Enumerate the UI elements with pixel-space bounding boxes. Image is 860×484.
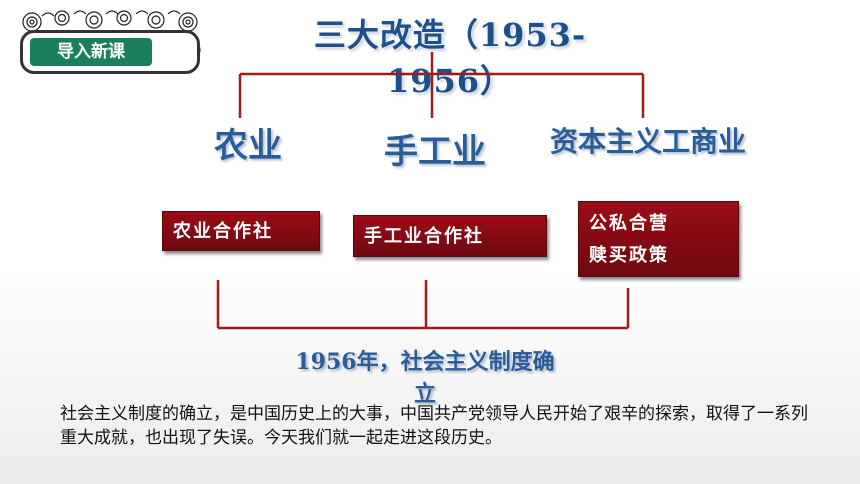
box-handicraft-cooperative: 手工业合作社 <box>353 215 547 257</box>
box-agricultural-cooperative: 农业合作社 <box>162 211 320 251</box>
box-agricultural-cooperative-text: 农业合作社 <box>173 221 273 242</box>
result-statement: 1956年，社会主义制度确立 <box>295 349 555 407</box>
category-capitalist-commerce: 资本主义工商业 <box>550 125 747 158</box>
section-badge-label: 导入新课 <box>30 38 152 66</box>
category-agriculture: 农业 <box>214 126 282 166</box>
intro-paragraph: 社会主义制度的确立，是中国历史上的大事，中国共产党领导人民开始了艰辛的探索，取得… <box>60 404 808 448</box>
box-line-joint-operation: 公私合营 <box>589 213 669 234</box>
box-handicraft-cooperative-text: 手工业合作社 <box>364 226 484 247</box>
diagram-title: 三大改造（1953-1956） <box>313 16 587 100</box>
box-line-redemption-policy: 赎买政策 <box>589 245 669 266</box>
floral-frame-decoration <box>22 10 201 59</box>
box-public-private-partnership: 公私合营 赎买政策 <box>578 201 739 277</box>
category-handicraft: 手工业 <box>384 132 486 172</box>
